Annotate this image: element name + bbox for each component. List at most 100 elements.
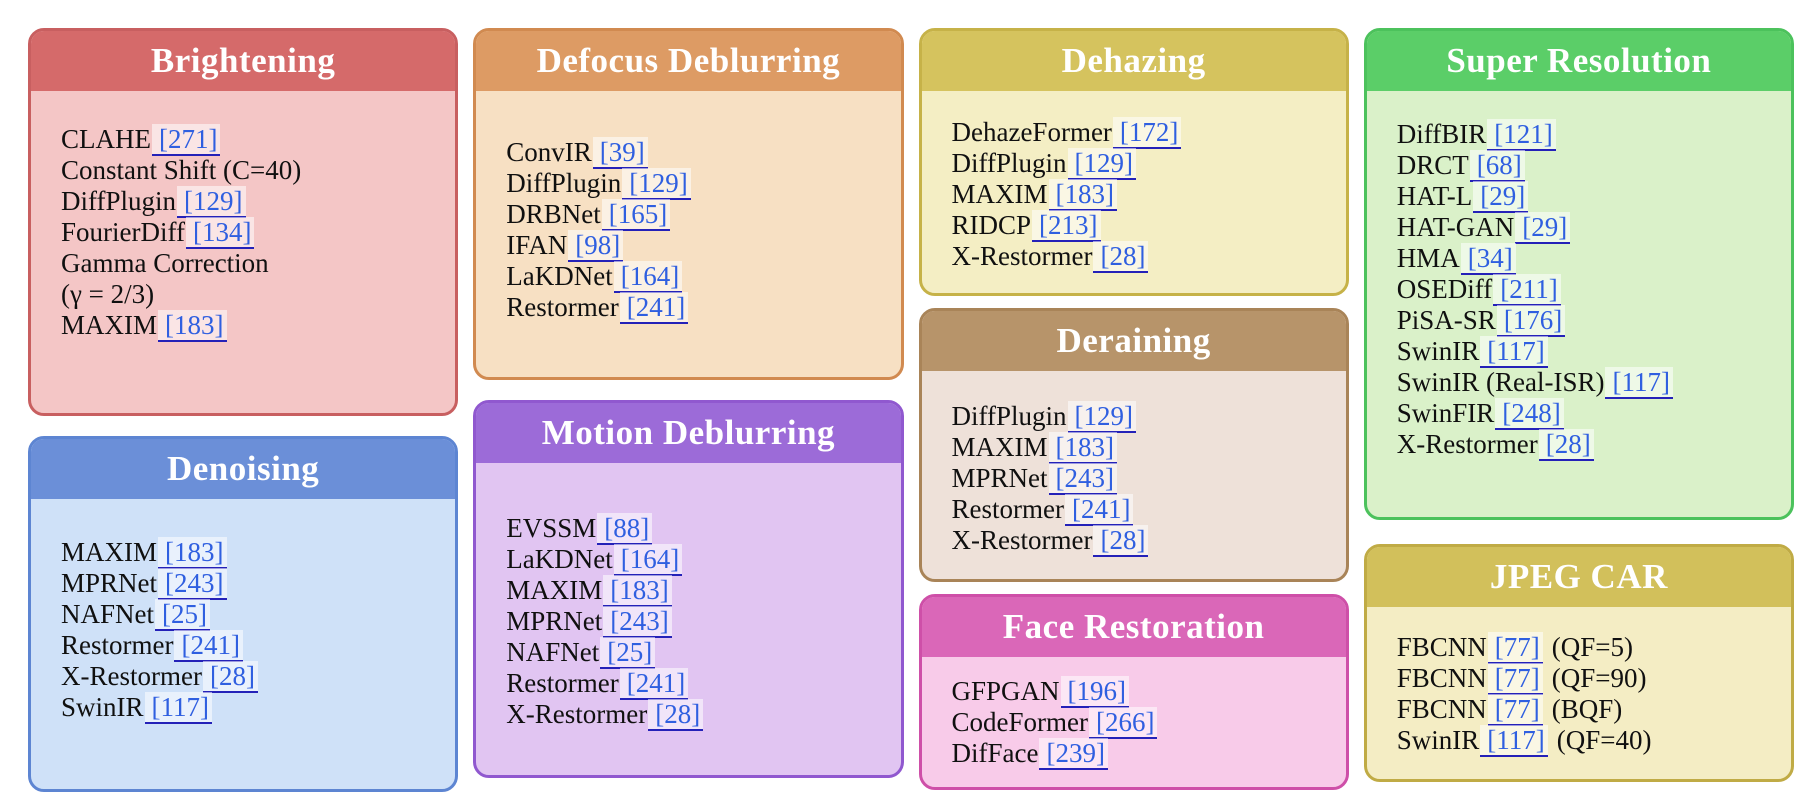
citation-link[interactable]: [29] (1473, 181, 1529, 213)
list-item: HAT-GAN[29] (1397, 212, 1777, 244)
category-title: Brightening (150, 41, 336, 80)
list-item: X-Restormer[28] (1397, 429, 1777, 461)
citation-link[interactable]: [211] (1493, 274, 1561, 306)
citation-link[interactable]: [28] (202, 661, 258, 693)
list-item: OSEDiff[211] (1397, 274, 1777, 306)
citation-link[interactable]: [29] (1515, 212, 1571, 244)
list-item: HAT-L[29] (1397, 181, 1777, 213)
citation-link[interactable]: [271] (152, 124, 221, 156)
method-name: X-Restormer (61, 661, 202, 691)
citation-link[interactable]: [98] (568, 230, 624, 262)
citation-link[interactable]: [134] (185, 217, 255, 249)
citation-link[interactable]: [266] (1088, 707, 1158, 739)
citation-link[interactable]: [117] (1480, 725, 1548, 757)
citation-link[interactable]: [129] (1067, 401, 1136, 433)
citation-link[interactable]: [28] (648, 699, 704, 731)
citation-link[interactable]: [68] (1469, 150, 1525, 182)
list-item: MAXIM[183] (952, 432, 1332, 464)
list-item: CodeFormer[266] (952, 707, 1332, 739)
method-name: HMA (1396, 243, 1460, 273)
method-name: RIDCP (951, 210, 1032, 240)
citation-link[interactable]: [25] (155, 599, 210, 631)
method-name: SwinIR (Real-ISR) (1396, 367, 1605, 397)
citation-link[interactable]: [28] (1093, 525, 1149, 557)
citation-link[interactable]: [77] (1487, 694, 1543, 726)
citation-link[interactable]: [176] (1496, 305, 1566, 337)
citation-link[interactable]: [28] (1538, 429, 1594, 461)
method-name: X-Restormer (506, 699, 648, 729)
citation-link[interactable]: [117] (1605, 367, 1673, 399)
citation-link[interactable]: [129] (622, 168, 691, 200)
list-item: DRCT[68] (1397, 150, 1777, 182)
method-name: DiffPlugin (506, 168, 622, 198)
method-name: DiffPlugin (951, 148, 1067, 178)
list-item: DiffPlugin[129] (506, 168, 886, 200)
citation-link[interactable]: [183] (1048, 179, 1117, 211)
column-3: Dehazing DehazeFormer[172]DiffPlugin[129… (918, 28, 1349, 790)
citation-link[interactable]: [239] (1039, 738, 1108, 770)
category-header: Dehazing (921, 31, 1346, 91)
list-item: ConvIR[39] (506, 137, 886, 169)
list-item: DiffPlugin[129] (61, 186, 441, 218)
citation-link[interactable]: [117] (1480, 336, 1548, 368)
citation-link[interactable]: [196] (1060, 676, 1130, 708)
citation-link[interactable]: [213] (1032, 210, 1101, 242)
citation-link[interactable]: [117] (144, 692, 213, 724)
category-header: Defocus Deblurring (476, 31, 901, 91)
citation-link[interactable]: [243] (603, 606, 672, 638)
citation-link[interactable]: [28] (1093, 241, 1149, 273)
citation-link[interactable]: [183] (603, 575, 672, 607)
category-box: Dehazing DehazeFormer[172] DiffPlugin[129… (918, 28, 1349, 296)
category-title: Face Restoration (1002, 607, 1265, 646)
citation-link[interactable]: [165] (601, 199, 671, 231)
list-item: NAFNet[25] (506, 637, 886, 669)
citation-link[interactable]: [129] (1067, 148, 1136, 180)
method-list: ConvIR[39]DiffPlugin[129]DRBNet[165]IFAN… (476, 91, 900, 324)
method-suffix: (QF=90) (1551, 663, 1647, 693)
citation-link[interactable]: [241] (174, 630, 243, 662)
citation-link[interactable]: [77] (1487, 632, 1543, 664)
citation-link[interactable]: [172] (1112, 117, 1182, 149)
list-item: DiffPlugin[129] (951, 401, 1332, 433)
citation-link[interactable]: [77] (1487, 663, 1543, 695)
method-name: MAXIM (506, 575, 603, 605)
citation-link[interactable]: [183] (158, 537, 227, 569)
method-name: Restormer (506, 292, 619, 322)
method-name: Restormer (506, 668, 619, 698)
citation-link[interactable]: [241] (619, 668, 689, 700)
citation-link[interactable]: [248] (1495, 398, 1564, 430)
method-name: MAXIM (951, 179, 1048, 209)
list-item: SwinIR[117] (1397, 336, 1777, 368)
method-name: X-Restormer (951, 241, 1093, 271)
method-name: DehazeFormer (951, 117, 1112, 147)
list-item: Constant Shift (C=40) (61, 155, 441, 186)
category-header: Deraining (921, 311, 1346, 371)
category-header: Denoising (31, 439, 456, 499)
list-item: Restormer[241] (951, 494, 1332, 526)
method-name: CLAHE (61, 124, 151, 154)
category-box: JPEG CAR FBCNN[77](QF=5)FBCNN[77](QF=90)… (1363, 544, 1794, 782)
citation-link[interactable]: [183] (158, 310, 227, 342)
category-header: Super Resolution (1366, 31, 1791, 91)
list-item: HMA[34] (1396, 243, 1777, 275)
citation-link[interactable]: [164] (613, 544, 683, 576)
citation-link[interactable]: [39] (592, 137, 648, 169)
citation-link[interactable]: [183] (1048, 432, 1117, 464)
method-name: DiffPlugin (951, 401, 1067, 431)
method-name: Restormer (951, 494, 1064, 524)
method-suffix: (QF=40) (1556, 725, 1652, 755)
citation-link[interactable]: [241] (1064, 494, 1134, 526)
citation-link[interactable]: [243] (1048, 463, 1118, 495)
method-name: MPRNet (506, 606, 603, 636)
method-name: FBCNN (1396, 663, 1487, 693)
citation-link[interactable]: [243] (158, 568, 227, 600)
column-4: Super Resolution DiffBIR[121]DRCT[68]HAT… (1363, 28, 1794, 786)
citation-link[interactable]: [88] (597, 513, 653, 545)
citation-link[interactable]: [164] (613, 261, 683, 293)
citation-link[interactable]: [129] (177, 186, 246, 218)
citation-link[interactable]: [34] (1460, 243, 1516, 275)
citation-link[interactable]: [25] (600, 637, 656, 669)
citation-link[interactable]: [241] (619, 292, 689, 324)
citation-link[interactable]: [121] (1487, 119, 1556, 151)
